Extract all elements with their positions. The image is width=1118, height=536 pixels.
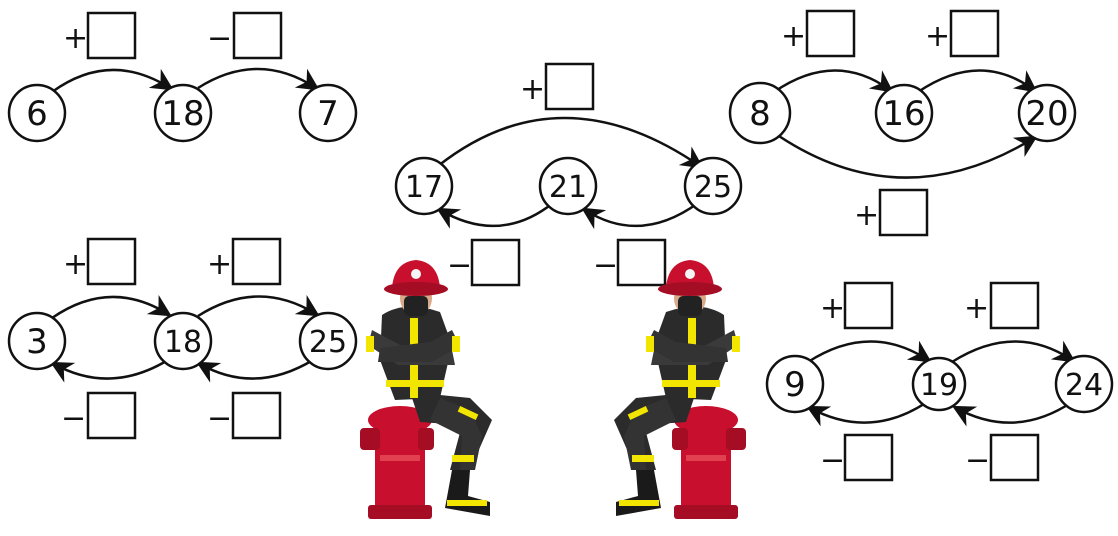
op-label: +: [925, 19, 950, 54]
puzzle-4: + + 3 18 25 − −: [7, 237, 358, 440]
number-node: [874, 83, 934, 143]
node-value: 25: [694, 170, 732, 205]
number-node: [728, 81, 792, 145]
arrow-back: [436, 202, 554, 229]
puzzle-5: + + 9 19 24 − −: [765, 281, 1114, 482]
arrow-forward: [51, 68, 174, 94]
puzzle-1: + − 6 18 7: [7, 11, 358, 143]
arrow-forward: [197, 67, 320, 91]
op-label: −: [61, 401, 86, 436]
node-value: 7: [317, 94, 339, 134]
arrow-forward: [197, 294, 320, 318]
op-label: +: [63, 21, 88, 56]
number-node: [1017, 83, 1077, 143]
puzzle-2: + 17 21 25 − −: [394, 62, 743, 287]
number-node: [765, 354, 825, 414]
arrow-back: [952, 400, 1073, 427]
node-value: 20: [1025, 94, 1068, 134]
number-node: [1054, 354, 1114, 414]
op-label: −: [447, 248, 472, 283]
answer-box[interactable]: [949, 9, 1000, 58]
number-node: [298, 83, 358, 143]
answer-box[interactable]: [232, 11, 283, 60]
op-label: −: [965, 443, 990, 478]
number-node: [7, 311, 67, 371]
answer-box[interactable]: [878, 188, 929, 237]
firefighter-illustration: [614, 260, 746, 519]
answer-box[interactable]: [231, 391, 282, 440]
answer-box[interactable]: [86, 237, 137, 286]
answer-box[interactable]: [843, 433, 894, 482]
node-value: 9: [784, 365, 806, 405]
arrow-forward: [773, 69, 894, 94]
node-value: 19: [920, 368, 958, 403]
op-label: +: [964, 291, 989, 326]
op-label: −: [207, 21, 232, 56]
answer-box[interactable]: [616, 238, 667, 287]
number-node: [394, 156, 454, 216]
answer-box[interactable]: [470, 238, 521, 287]
answer-box[interactable]: [544, 62, 595, 111]
firefighter-illustration: [360, 260, 492, 519]
number-node: [153, 83, 213, 143]
answer-box[interactable]: [231, 237, 282, 286]
number-node: [7, 83, 67, 143]
answer-box[interactable]: [989, 281, 1040, 330]
arrow-forward: [772, 130, 1038, 179]
arrow-back: [806, 400, 928, 427]
op-label: +: [63, 247, 88, 282]
op-label: −: [820, 443, 845, 478]
node-value: 24: [1065, 368, 1103, 403]
op-label: +: [520, 72, 545, 107]
node-value: 6: [26, 94, 48, 134]
op-label: −: [207, 401, 232, 436]
node-value: 17: [405, 170, 443, 205]
node-value: 8: [749, 94, 771, 134]
arrow-forward: [807, 340, 932, 364]
puzzle-3: + + 8 16 20 +: [728, 9, 1077, 237]
fire-hydrant-illustration: [360, 406, 434, 519]
answer-box[interactable]: [86, 391, 137, 440]
arrow-back: [196, 358, 314, 383]
number-node: [153, 311, 213, 371]
node-value: 16: [882, 94, 925, 134]
arrow-forward: [437, 116, 704, 169]
arrow-forward: [51, 294, 172, 320]
number-node: [911, 356, 967, 412]
number-node: [298, 311, 358, 371]
node-value: 3: [26, 322, 48, 362]
op-label: +: [207, 247, 232, 282]
answer-box[interactable]: [805, 9, 856, 58]
arrow-back: [50, 358, 169, 383]
op-label: +: [820, 291, 845, 326]
node-value: 18: [164, 325, 202, 360]
arrow-forward: [951, 340, 1076, 364]
answer-box[interactable]: [86, 11, 137, 60]
arrow-back: [581, 201, 699, 230]
number-node: [683, 156, 743, 216]
number-node: [538, 156, 598, 216]
node-value: 25: [309, 325, 347, 360]
op-label: −: [593, 248, 618, 283]
arrow-forward: [917, 69, 1038, 94]
node-value: 21: [549, 170, 587, 205]
op-label: +: [854, 198, 879, 233]
node-value: 18: [161, 94, 204, 134]
op-label: +: [781, 19, 806, 54]
answer-box[interactable]: [989, 433, 1040, 482]
answer-box[interactable]: [843, 281, 894, 330]
